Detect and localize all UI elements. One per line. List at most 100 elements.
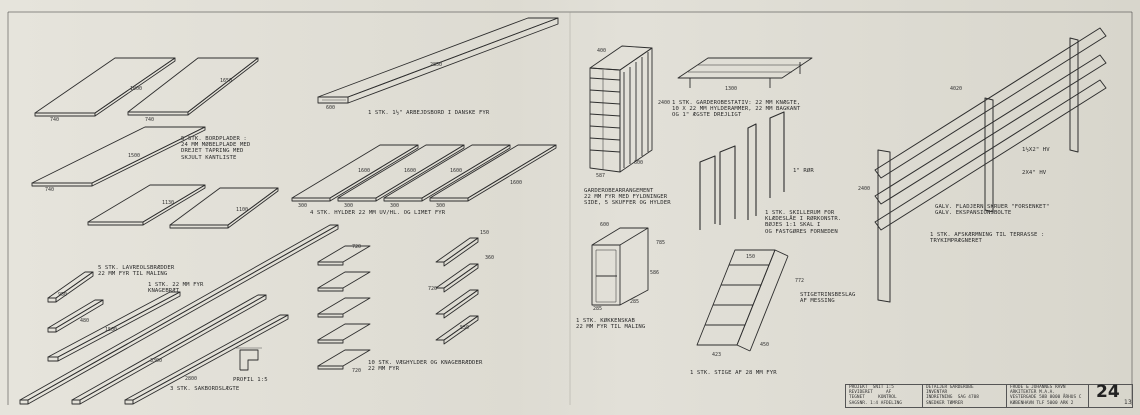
dim: 2400 [858,186,871,192]
dim: 720 [352,244,362,250]
dim: 740 [50,117,60,123]
label-kokkenskab: 1 stk. køkkenskab 22 mm fyr til maling [576,318,646,331]
strip-1 [47,271,94,303]
title-block-divider [1007,384,1089,408]
dim: 1600 [404,168,417,174]
dim: 150 [746,254,756,260]
dim: 1500 [128,153,141,159]
dim: 300 [298,203,308,209]
board-3 [31,126,206,187]
label-garderobestativ: 1 stk. garderobestativ: 22 mm knægte, 10… [672,100,801,119]
dim: 1100 [236,207,249,213]
shelf-3 [383,144,511,202]
label-hylder: 4 stk. hylder 22 mm uv/hl. og limet fyr [310,210,446,216]
wall-shelves-a [317,245,371,370]
dim: 2400 [658,100,671,106]
sheet-number: 24 [1096,382,1120,402]
ladder [696,249,789,352]
dim: 285 [593,306,603,312]
dim: 300 [390,203,400,209]
dim: 400 [597,48,607,54]
dim: 300 [436,203,446,209]
dim: 600 [326,105,336,111]
board-4 [87,184,206,226]
dim: 1300 [725,86,738,92]
dim: 450 [760,342,770,348]
tube-frames [699,111,785,230]
label-profil: profil 1:5 [233,377,268,383]
dim: 600 [634,160,644,166]
dim: 4020 [950,86,963,92]
dim: 1600 [450,168,463,174]
sheet-subnumber: 13 [1124,399,1132,406]
dim: 785 [656,240,666,246]
dim: 1600 [358,168,371,174]
strip-5 [71,294,267,405]
label-stige: 1 stk. stige af 28 mm fyr [690,370,777,376]
board-1 [34,57,176,117]
label-saksbord: 3 stk. sakbordslægte [170,386,240,392]
title-block-divider [923,384,1007,408]
shelf-1 [291,144,419,202]
title-block-divider [845,384,923,408]
dim: 285 [630,299,640,305]
work-bench [317,17,559,104]
board-2 [127,57,259,116]
strip-2 [47,299,104,333]
dim: 587 [596,173,606,179]
dim: 1600 [510,180,523,186]
strip-4 [19,224,339,405]
dim: 150 [480,230,490,236]
label-garderobe: garderobearrangement 22 mm fyr med fyldn… [584,188,671,207]
label-stigetrin: stigetrinsbeslag af messing [800,292,856,305]
dim: 740 [145,117,155,123]
dim: 600 [600,222,610,228]
label-knagebraet: 1 stk. 22 mm fyr knagebræt [148,282,204,295]
dim: 300 [344,203,354,209]
dim: 586 [650,270,660,276]
wardrobe [589,45,653,173]
strip-3 [47,291,181,362]
dim: 423 [712,352,722,358]
dim: 720 [428,286,438,292]
shelf-2 [337,144,465,202]
title-block-architect: frode & johannes ravn arkitekter m.a.a. … [1010,385,1082,406]
dim: 1130 [162,200,175,206]
strip-6 [124,314,289,405]
label-afskaerming: 1 stk. afskærmning til terrasse : trykim… [930,232,1045,245]
title-block-project: projekt snit 1:5 revideret af tegnet kon… [849,385,902,406]
dim: 2850 [430,62,443,68]
dim: 480 [80,318,90,324]
label-lavreolsbraedder: 5 stk. lavreolsbrædder 22 mm fyr til mal… [98,265,175,278]
label-arbejdsbord: 1 stk. 1½" arbejdsbord i danske fyr [368,110,490,116]
label-skabe-hylder: 10 stk. væghylder og knagebrædder 22 mm … [368,360,483,373]
label-bordplader: 5 stk. bordplader : 24 mm møbelplade med… [181,136,251,161]
dim: 1500 [105,327,118,333]
dim: 550 [460,325,470,331]
dim: 2800 [185,376,198,382]
dim: 1650 [220,78,233,84]
label-hv1: 1½x2" hv [1022,147,1050,153]
kitchen-cabinet [591,227,649,306]
rack [677,57,813,88]
dim: 740 [45,187,55,193]
label-ror: 1" rør [793,168,814,174]
shelf-4 [429,144,557,202]
title-block-subject: detaljer garderobe inventar indretning s… [926,385,979,406]
profile-detail [236,347,262,371]
dim: 3300 [150,358,163,364]
label-skillerum: 1 stk. skillerum for klædeslåe i rørkons… [765,210,842,235]
terrace-screen [874,27,1107,303]
board-5 [169,187,279,229]
label-hv2: 2x4" hv [1022,170,1047,176]
wall-shelves-b [435,237,479,345]
dim: 950 [58,292,68,298]
dim: 1000 [130,86,143,92]
title-block [845,384,1133,408]
label-galv: galv. fladjern skruer "forsenket" galv. … [935,204,1050,217]
dim: 772 [795,278,805,284]
dim: 360 [485,255,495,261]
dim: 720 [352,368,362,374]
